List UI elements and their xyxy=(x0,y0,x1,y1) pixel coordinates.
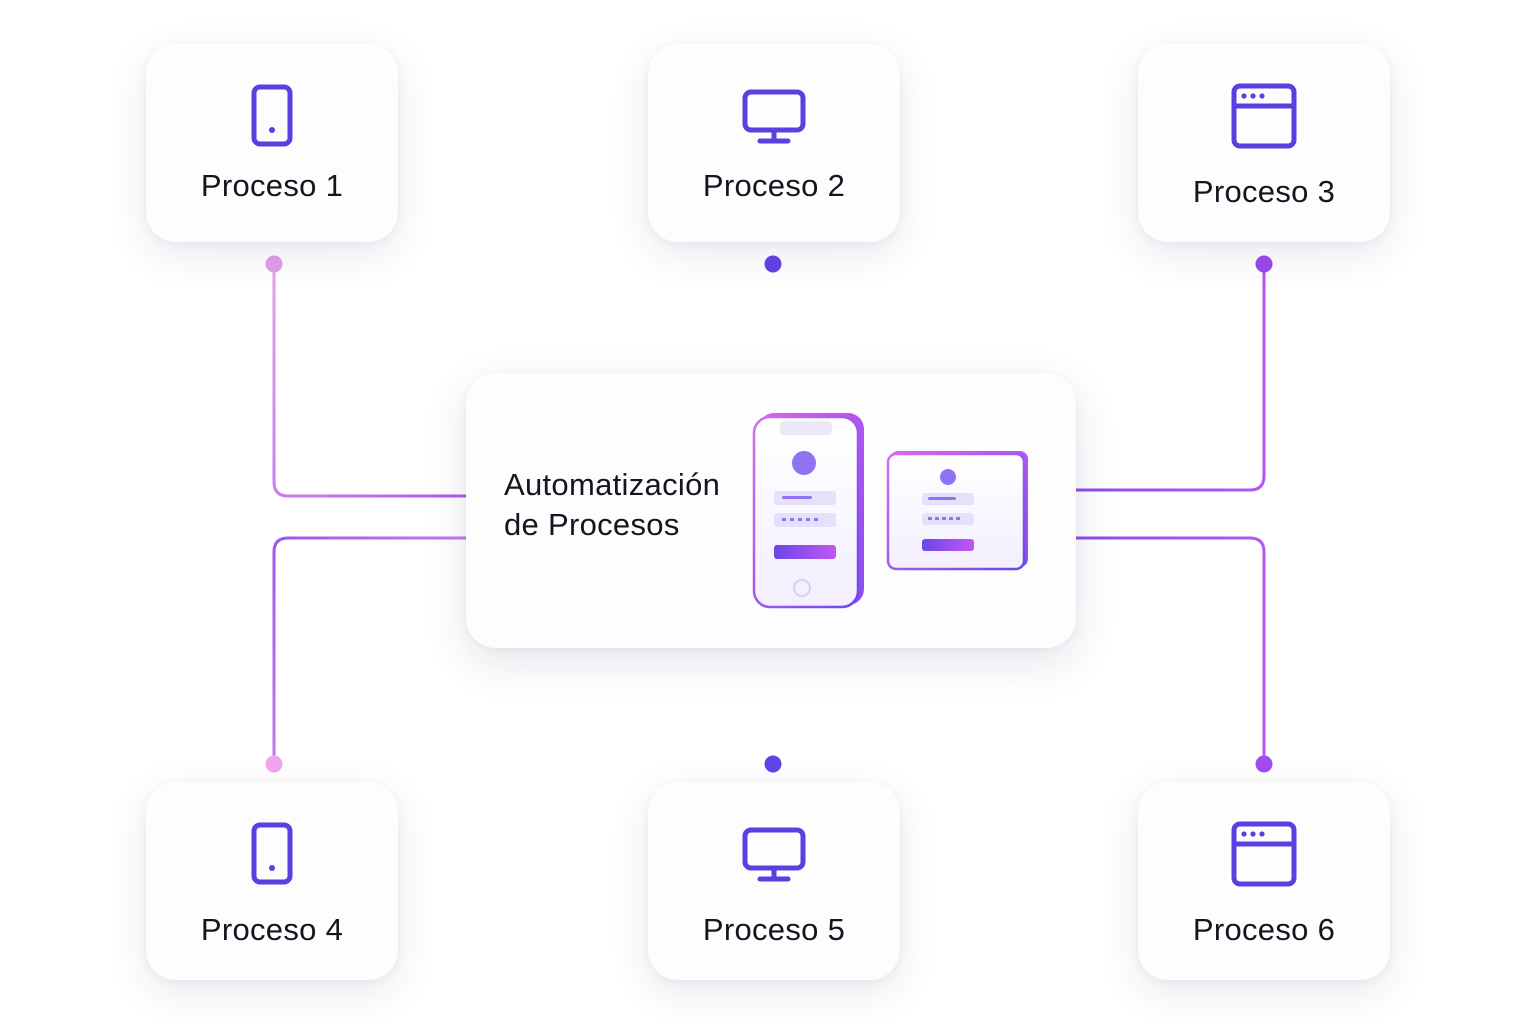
phone-illustration xyxy=(752,413,864,609)
browser-window-icon xyxy=(1228,818,1300,890)
connector-dot-proceso-1 xyxy=(265,255,283,273)
process-label: Proceso 6 xyxy=(1192,912,1336,947)
hub-title: Automatización de Procesos xyxy=(504,465,754,545)
process-label: Proceso 2 xyxy=(702,168,846,203)
tablet-illustration xyxy=(886,451,1028,571)
hub-title-line-1: Automatización xyxy=(504,467,721,502)
process-label: Proceso 3 xyxy=(1192,174,1336,209)
monitor-icon xyxy=(738,80,810,152)
process-card-1[interactable]: Proceso 1 xyxy=(146,44,398,242)
smartphone-icon xyxy=(236,818,308,890)
process-card-4[interactable]: Proceso 4 xyxy=(146,782,398,980)
connector-proceso-6 xyxy=(1076,536,1266,764)
process-card-3[interactable]: Proceso 3 xyxy=(1138,44,1390,242)
automation-hub-card[interactable]: Automatización de Procesos xyxy=(466,373,1076,648)
process-card-6[interactable]: Proceso 6 xyxy=(1138,782,1390,980)
smartphone-icon xyxy=(236,80,308,152)
connector-proceso-3 xyxy=(1076,264,1266,492)
hub-title-line-2: de Procesos xyxy=(504,507,680,542)
connector-dot-proceso-5 xyxy=(764,755,782,773)
browser-window-icon xyxy=(1228,80,1300,152)
monitor-icon xyxy=(738,818,810,890)
connector-proceso-4 xyxy=(272,536,466,764)
process-label: Proceso 5 xyxy=(702,912,846,947)
connector-proceso-1 xyxy=(272,264,466,498)
process-label: Proceso 4 xyxy=(200,912,344,947)
devices-illustration xyxy=(752,413,1028,609)
connector-dot-proceso-3 xyxy=(1255,255,1273,273)
connector-dot-proceso-6 xyxy=(1255,755,1273,773)
connector-dot-proceso-4 xyxy=(265,755,283,773)
process-card-2[interactable]: Proceso 2 xyxy=(648,44,900,242)
process-label: Proceso 1 xyxy=(200,168,344,203)
connector-dot-proceso-2 xyxy=(764,255,782,273)
process-card-5[interactable]: Proceso 5 xyxy=(648,782,900,980)
